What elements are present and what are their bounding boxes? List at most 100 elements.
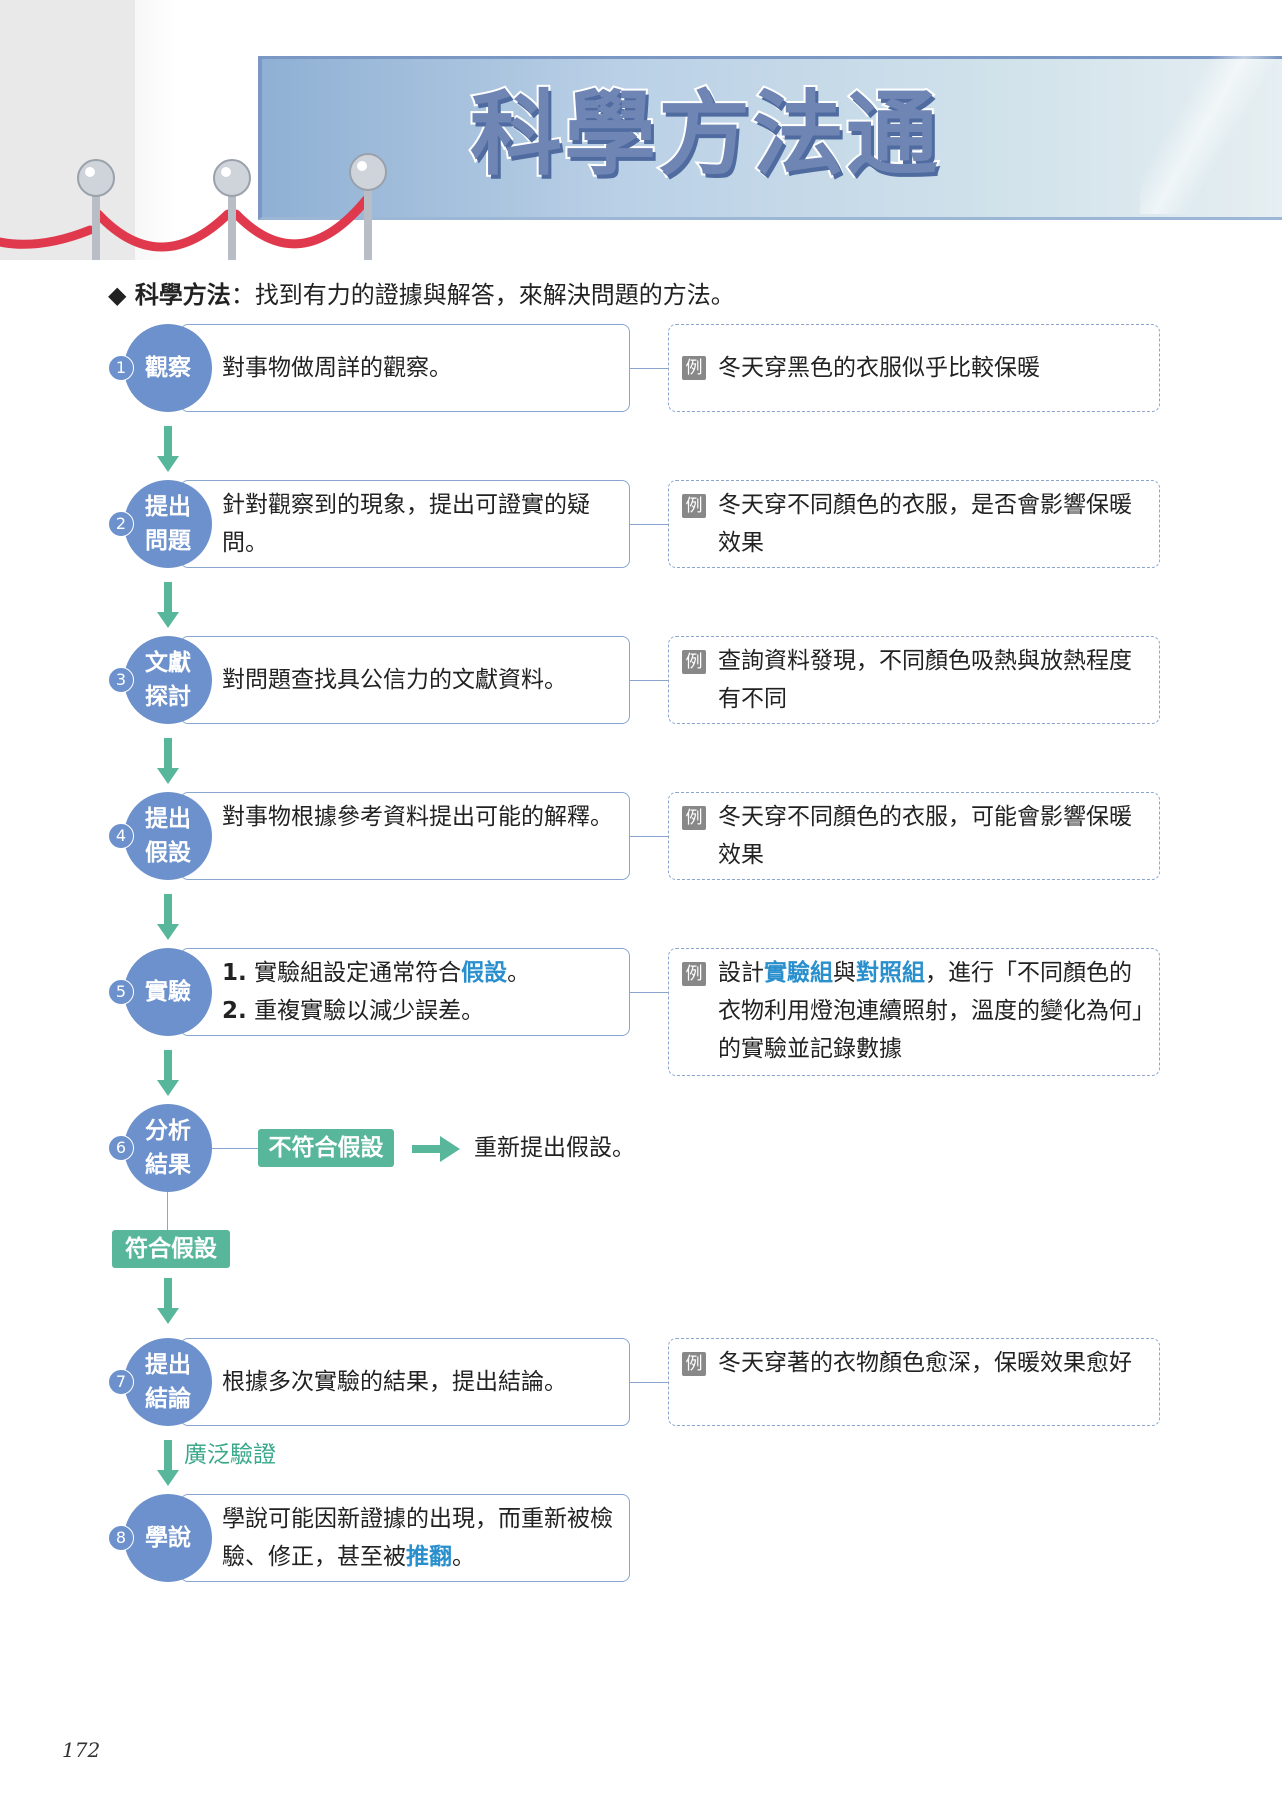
step-3-box [180,636,630,724]
title-banner [258,56,1282,220]
step-7-title-line1: 提出 [145,1352,191,1378]
step-2-title-line1: 提出 [145,494,191,520]
step-7-title-line2: 結論 [145,1386,191,1412]
step-1-title: 觀察 [145,355,191,381]
step-4-box [180,792,630,880]
step-4-example: 冬天穿不同顏色的衣服，可能會影響保暖效果 [718,804,1132,868]
step-4-title-line2: 假設 [145,840,191,866]
step-1-connector [630,368,668,369]
step-7-example-label: 例 [682,1352,706,1376]
step-8-desc: 學說可能因新證據的出現，而重新被檢驗、修正，甚至被推翻。 [222,1500,627,1576]
step-5-item-1-end: 。 [507,960,531,986]
step-8-desc-highlight: 推翻 [406,1544,452,1570]
step-8-title: 學說 [145,1525,191,1551]
step-5-item-1-text: 實驗組設定通常符合 [254,960,462,986]
rope-barrier-illustration [0,153,387,260]
step-7-circle: 提出結論 [124,1338,212,1426]
step-5-item-2: 2. 重複實驗以減少誤差。 [222,992,627,1030]
step-7-example-box [668,1338,1160,1426]
step-2-desc: 針對觀察到的現象，提出可證實的疑問。 [222,492,590,556]
step-1-box [180,324,630,412]
branch-yes-connector [167,1192,168,1230]
step-5-item-1-num: 1. [222,960,247,986]
step-5-box [180,948,630,1036]
step-4-circle: 提出假設 [124,792,212,880]
step-5-number: 5 [108,979,134,1005]
arrow-down-icon [157,1278,179,1324]
step-5-example-text-3: ，進行「不同顏色的衣物利用燈泡連續照射，溫度的變化為何」的實驗並記錄數據 [718,960,1144,1062]
step-2-connector [630,524,668,525]
step-1-desc: 對事物做周詳的觀察。 [222,355,452,381]
step-7-box [180,1338,630,1426]
step-5-example-highlight-2: 對照組 [856,960,925,986]
step-4-connector [630,836,668,837]
step-5-connector [630,992,668,993]
arrow-down-icon [157,582,179,628]
step-4-number: 4 [108,823,134,849]
step-5-item-1: 1. 實驗組設定通常符合假設。 [222,954,627,992]
step-5-example-highlight-1: 實驗組 [764,960,833,986]
step-8-desc-text: 學說可能因新證據的出現，而重新被檢驗、修正，甚至被 [222,1506,613,1570]
step-4-desc: 對事物根據參考資料提出可能的解釋。 [222,804,613,830]
step-3-circle: 文獻探討 [124,636,212,724]
step-5-example-label: 例 [682,962,706,986]
step-7-example: 冬天穿著的衣物顏色愈深，保暖效果愈好 [718,1350,1132,1376]
step-3-connector [630,680,668,681]
arrow-down-icon [157,1440,179,1486]
step-2-example-box [668,480,1160,568]
broad-verification-label: 廣泛驗證 [184,1442,276,1468]
step-5-list: 1. 實驗組設定通常符合假設。 2. 重複實驗以減少誤差。 [222,954,627,1030]
step-5-title: 實驗 [145,979,191,1005]
intro-definition: ◆ 科學方法：找到有力的證據與解答，來解決問題的方法。 [108,278,735,312]
step-2-box [180,480,630,568]
step-2-circle: 提出問題 [124,480,212,568]
step-1-circle: 觀察 [124,324,212,412]
step-2-example: 冬天穿不同顏色的衣服，是否會影響保暖效果 [718,492,1132,556]
step-6-title-line2: 結果 [145,1152,191,1178]
step-8-number: 8 [108,1525,134,1551]
step-2-number: 2 [108,511,134,537]
step-3-example-box [668,636,1160,724]
step-8-desc-end: 。 [452,1544,475,1570]
step-5-example: 設計實驗組與對照組，進行「不同顏色的衣物利用燈泡連續照射，溫度的變化為何」的實驗… [718,954,1150,1068]
step-4-title-line1: 提出 [145,806,191,832]
step-1-example-box [668,324,1160,412]
intro-text: 找到有力的證據與解答，來解決問題的方法。 [254,281,735,309]
step-5-example-text-1: 設計 [718,960,764,986]
step-5-item-1-highlight: 假設 [461,960,508,986]
arrow-right-icon [412,1136,460,1162]
step-4-example-box [668,792,1160,880]
step-5-example-box [668,948,1160,1076]
branch-connector [212,1148,262,1149]
step-3-number: 3 [108,667,134,693]
step-1-example: 冬天穿黑色的衣服似乎比較保暖 [718,355,1040,381]
step-6-number: 6 [108,1135,134,1161]
banner-shine [1140,56,1282,214]
step-6-circle: 分析結果 [124,1104,212,1192]
intro-colon: ： [230,281,255,309]
step-2-title-line2: 問題 [145,528,191,554]
branch-not-supported-tag: 不符合假設 [258,1129,394,1167]
page-number: 172 [62,1738,101,1762]
step-5-circle: 實驗 [124,948,212,1036]
branch-supported-tag: 符合假設 [112,1230,230,1268]
step-3-example: 查詢資料發現，不同顏色吸熱與放熱程度有不同 [718,648,1132,712]
step-7-connector [630,1382,668,1383]
step-6-title-line1: 分析 [145,1118,191,1144]
step-5-example-text-2: 與 [833,960,856,986]
branch-not-supported-result: 重新提出假設。 [474,1135,635,1161]
step-3-example-label: 例 [682,650,706,674]
step-5-item-2-num: 2. [222,998,247,1024]
step-8-box [180,1494,630,1582]
arrow-down-icon [157,426,179,472]
step-8-circle: 學說 [124,1494,212,1582]
step-2-example-label: 例 [682,494,706,518]
step-3-title-line1: 文獻 [145,650,191,676]
step-5-item-2-text: 重複實驗以減少誤差。 [254,998,485,1024]
step-7-desc: 根據多次實驗的結果，提出結論。 [222,1369,567,1395]
step-3-desc: 對問題查找具公信力的文獻資料。 [222,667,567,693]
arrow-down-icon [157,894,179,940]
intro-label: ◆ 科學方法 [108,281,231,309]
step-1-number: 1 [108,355,134,381]
step-3-title-line2: 探討 [145,684,191,710]
